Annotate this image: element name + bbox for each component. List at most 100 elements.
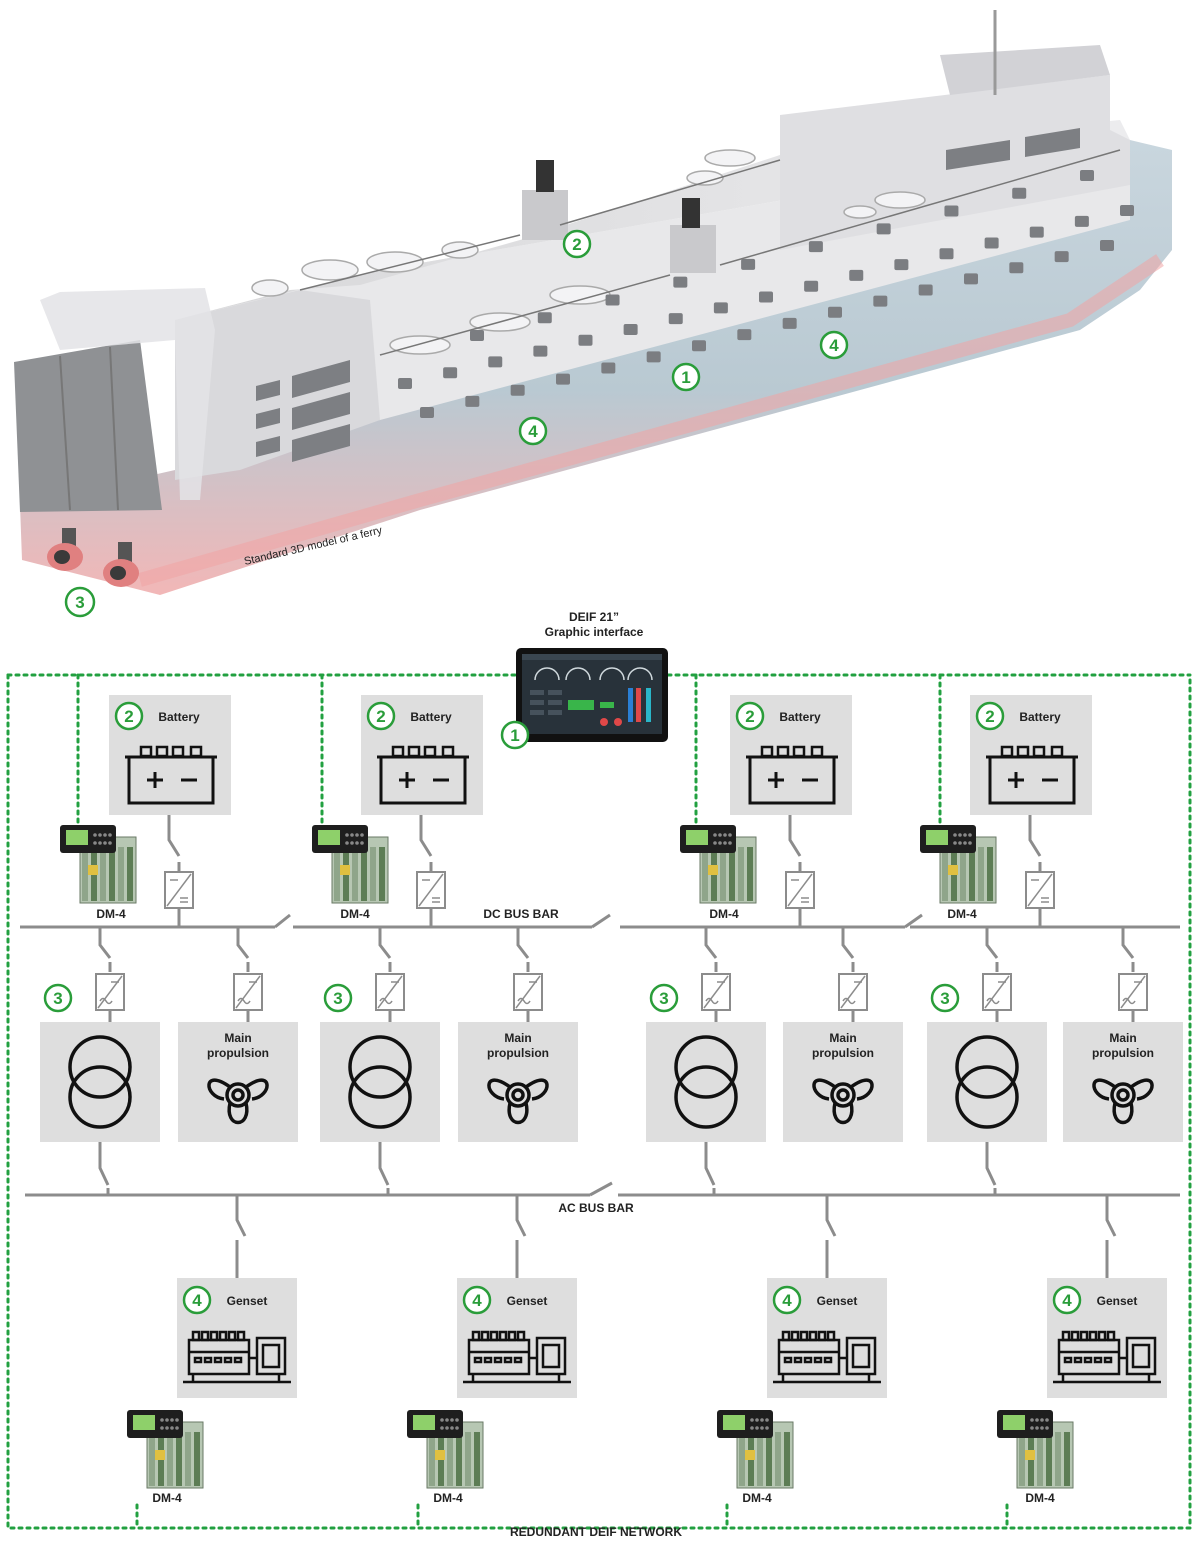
ship-window <box>918 284 933 296</box>
transformer-box <box>40 1022 160 1142</box>
ship-window <box>1120 205 1134 216</box>
dm-4-label: DM-4 <box>947 907 977 921</box>
genset-icon <box>1053 1330 1161 1384</box>
genset-number: 4 <box>1052 1285 1082 1315</box>
ship-funnels <box>522 160 716 273</box>
ship-window <box>1100 240 1114 251</box>
dc-dc-converter <box>416 871 446 909</box>
transformer-box <box>320 1022 440 1142</box>
ship-marker-1: 1 <box>671 362 701 392</box>
battery-icon <box>125 745 217 805</box>
ac-bus-bar: AC BUS BAR <box>25 1181 1180 1215</box>
svg-text:4: 4 <box>829 336 839 355</box>
ship-window <box>828 306 842 318</box>
ac-converter <box>95 973 125 1011</box>
hmi-number: 1 <box>510 726 519 745</box>
ship-window <box>510 384 525 396</box>
ship-thrusters <box>47 528 139 587</box>
propeller-icon <box>812 1078 874 1125</box>
ship-window <box>808 241 823 253</box>
ship-window <box>741 258 756 270</box>
svg-text:2: 2 <box>376 707 385 726</box>
ship-bow-ramp <box>14 340 162 512</box>
ship-window <box>737 329 752 341</box>
ship-window <box>1029 226 1044 238</box>
dc-dc-converter <box>164 871 194 909</box>
ship-window <box>1012 187 1027 199</box>
dc-dc-converter <box>1025 871 1055 909</box>
ship-windows <box>398 170 1134 418</box>
svg-text:4: 4 <box>1062 1291 1072 1310</box>
propeller-icon <box>487 1078 549 1125</box>
svg-text:4: 4 <box>528 422 538 441</box>
dm-4-controller <box>997 1410 1074 1489</box>
ship-railing-lower <box>379 149 1121 356</box>
ship-window <box>668 313 683 325</box>
ship-window <box>465 395 480 407</box>
ferry-3d-model: Standard 3D model of a ferry 1 2 3 4 4 <box>14 10 1172 618</box>
ship-window <box>713 302 728 314</box>
propulsion-label-line2: propulsion <box>1092 1046 1154 1060</box>
transformer-box <box>927 1022 1047 1142</box>
genset-label: Genset <box>1097 1294 1138 1308</box>
ship-window <box>537 312 552 324</box>
ship-window <box>470 330 484 341</box>
battery-icon <box>746 745 838 805</box>
ship-railing <box>299 159 781 291</box>
genset-number: 4 <box>462 1285 492 1315</box>
ship-bridge <box>940 45 1110 95</box>
ship-window <box>873 295 888 307</box>
battery-number: 2 <box>975 701 1005 731</box>
ship-window <box>944 205 959 217</box>
ship-marker-2: 2 <box>562 229 592 259</box>
propulsion-label-line2: propulsion <box>812 1046 874 1060</box>
battery-label: Battery <box>1019 710 1061 724</box>
ship-window <box>623 323 638 335</box>
ac-converter <box>375 973 405 1011</box>
svg-text:3: 3 <box>333 989 342 1008</box>
genset-label: Genset <box>507 1294 548 1308</box>
deif-graphic-interface: DEIF 21” Graphic interface 1 <box>500 610 668 750</box>
transformer-icon <box>348 1035 412 1129</box>
ship-window <box>420 407 434 418</box>
ship-marker-3: 3 <box>64 586 96 618</box>
converter-number: 3 <box>930 983 960 1013</box>
dm-4-label: DM-4 <box>152 1491 182 1505</box>
svg-text:3: 3 <box>940 989 949 1008</box>
transformer-icon <box>68 1035 132 1129</box>
ship-window <box>646 351 661 363</box>
ship-marker-4a: 4 <box>518 416 548 446</box>
ship-window <box>984 237 999 249</box>
svg-text:4: 4 <box>782 1291 792 1310</box>
propulsion-label-line1: Main <box>1109 1031 1136 1045</box>
dm-4-label: DM-4 <box>1025 1491 1055 1505</box>
converter-number: 3 <box>323 983 353 1013</box>
svg-text:3: 3 <box>75 593 84 612</box>
ship-marker-4b: 4 <box>819 330 849 360</box>
svg-text:2: 2 <box>985 707 994 726</box>
dm-4-controller <box>312 825 389 904</box>
dm-4-controller <box>717 1410 794 1489</box>
dm-4-label: DM-4 <box>433 1491 463 1505</box>
converter-number: 3 <box>649 983 679 1013</box>
ship-window <box>578 334 593 346</box>
ac-converter <box>233 973 263 1011</box>
dc-bus-bar: DC BUS BAR <box>20 907 1180 929</box>
ship-side-panels <box>256 128 1080 462</box>
ship-window <box>876 223 891 235</box>
propulsion-label-line2: propulsion <box>487 1046 549 1060</box>
battery-label: Battery <box>779 710 821 724</box>
ship-window <box>673 276 688 288</box>
propulsion-label-line1: Main <box>829 1031 856 1045</box>
propeller-icon <box>207 1078 269 1125</box>
dm-4-label: DM-4 <box>742 1491 772 1505</box>
